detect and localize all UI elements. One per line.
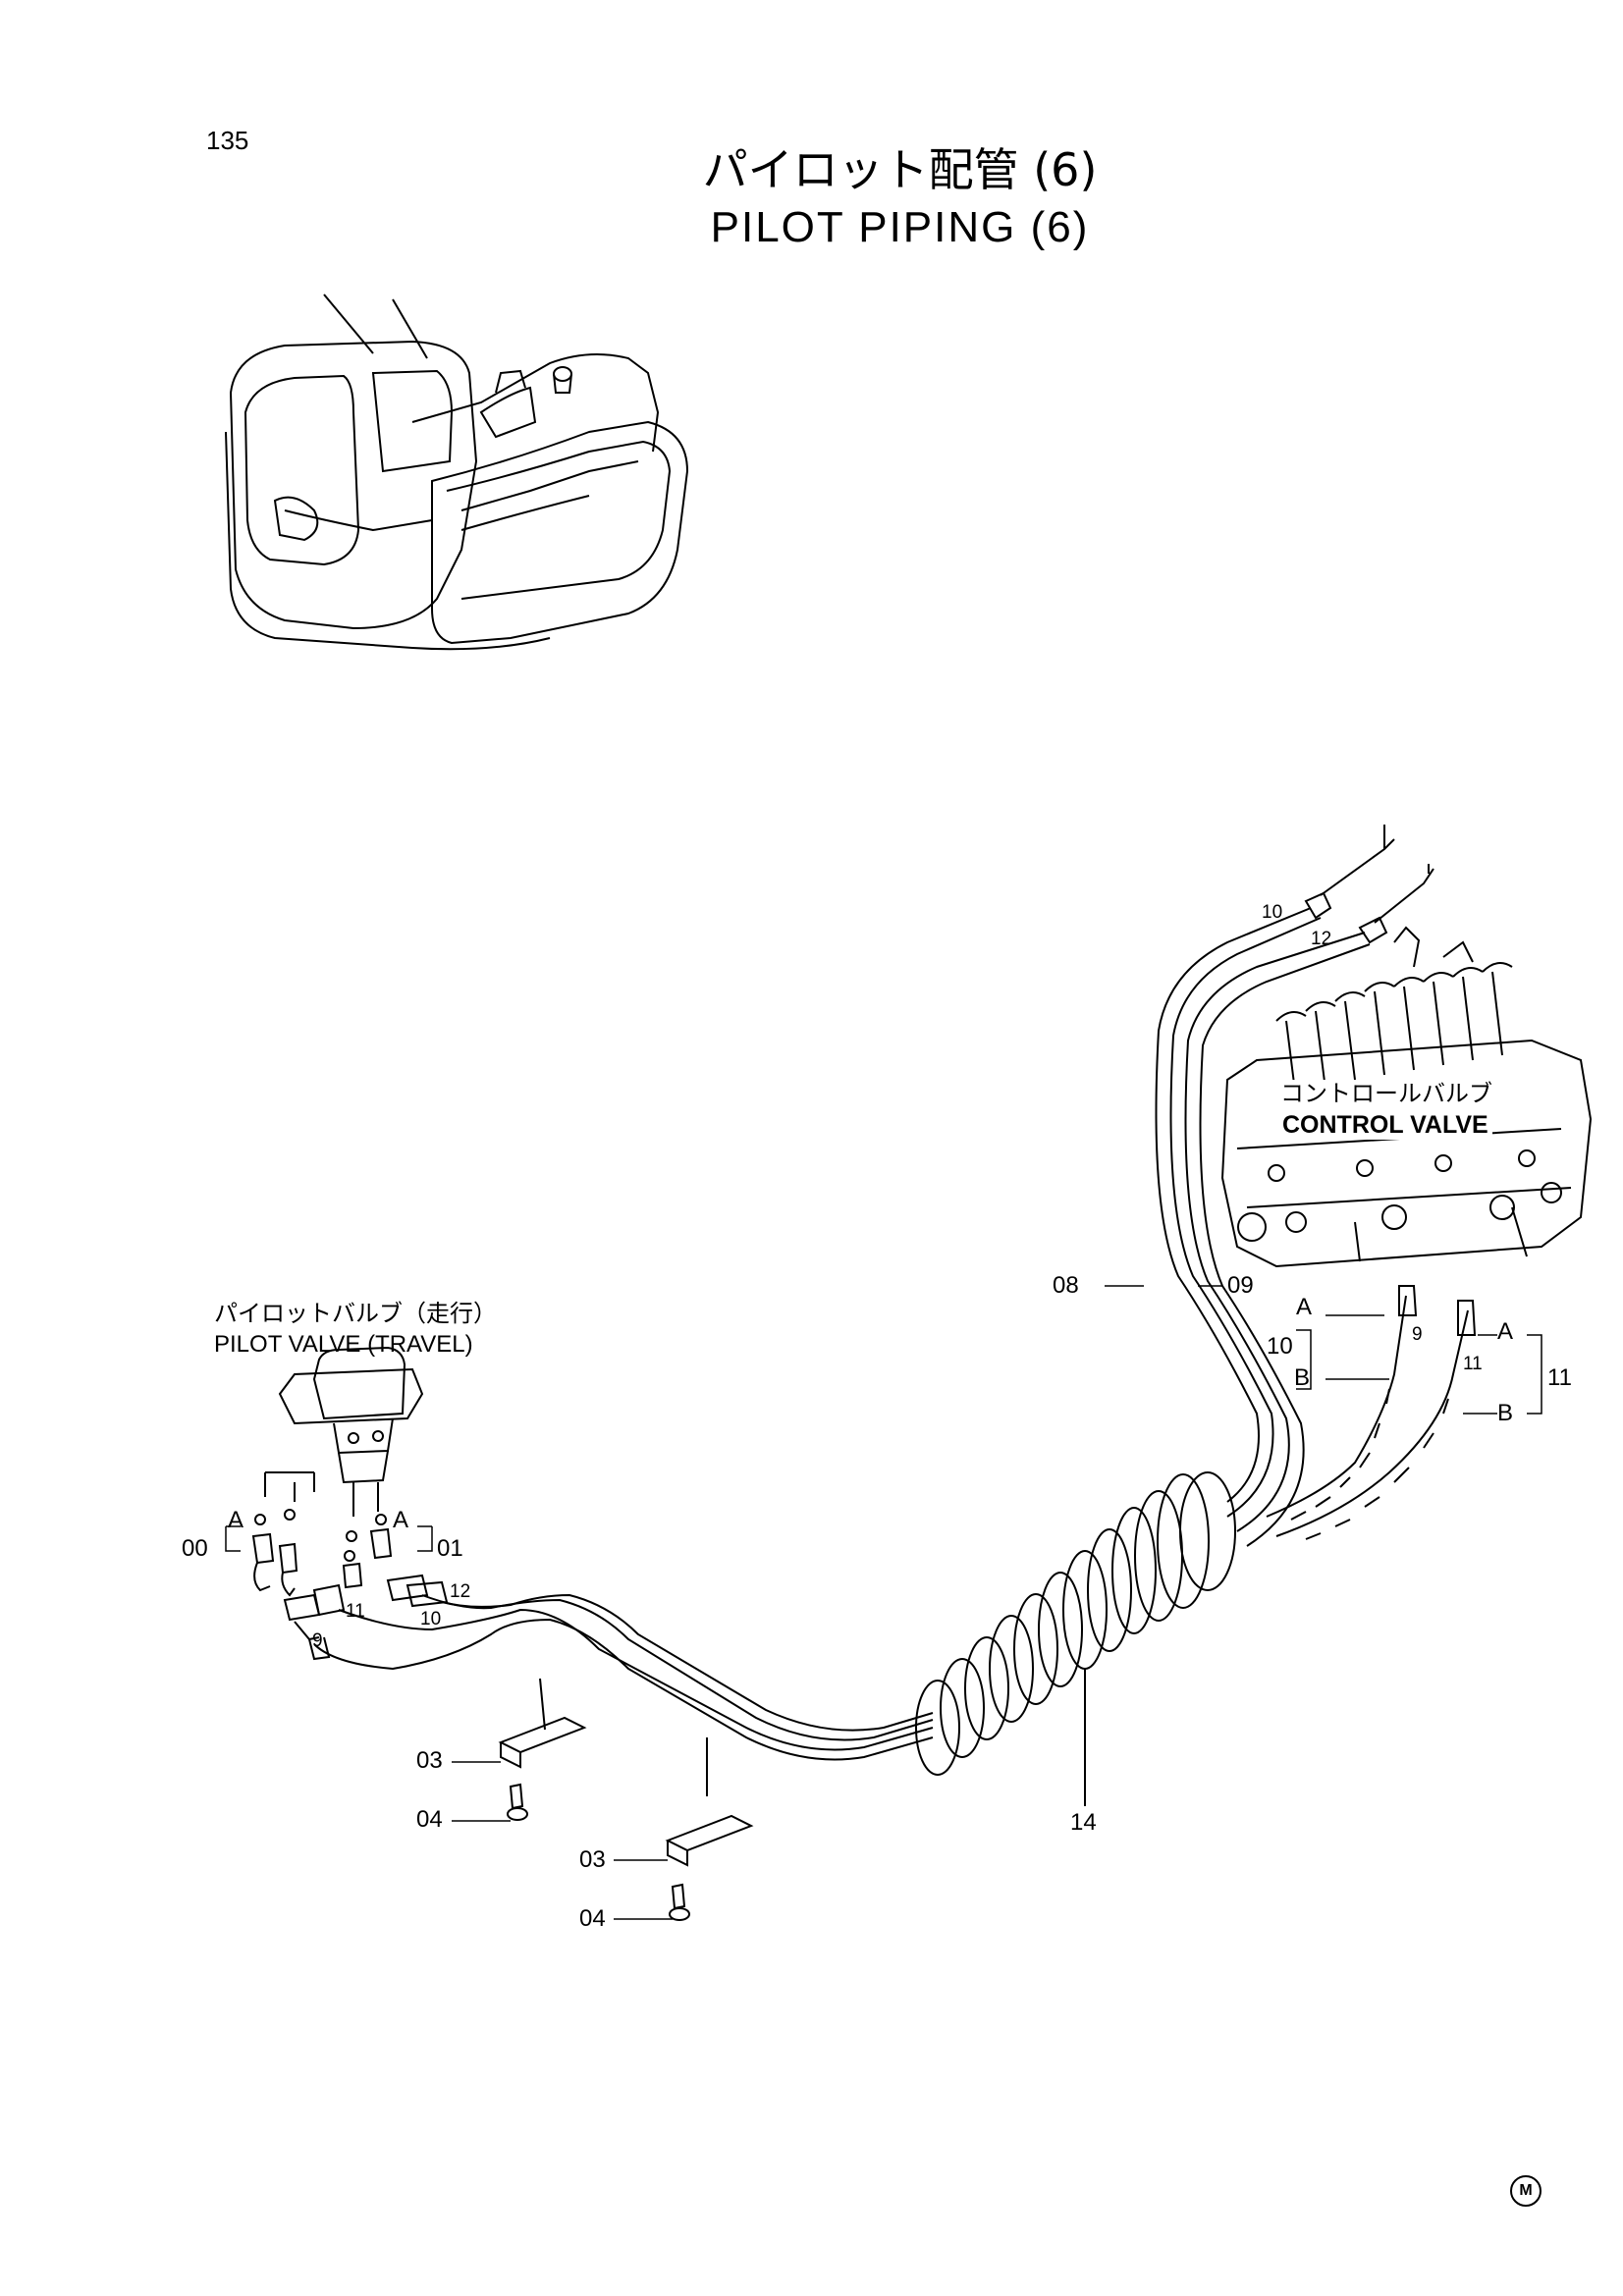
excavator-overview-illustration <box>225 294 689 651</box>
hose-coil-guard <box>915 1471 1236 1806</box>
callout-04-first: 04 <box>416 1806 443 1833</box>
pilot-valve-illustration <box>251 1346 449 1661</box>
page-title-english: PILOT PIPING (6) <box>710 203 1090 251</box>
callout-03-first: 03 <box>416 1747 443 1774</box>
leader-lines <box>225 1285 1542 1920</box>
callout-A-mid: A <box>393 1507 409 1533</box>
control-valve-label-japanese: コントロールバルブ <box>1276 1080 1496 1107</box>
registered-mark-icon: M <box>1510 2175 1542 2207</box>
callout-10-top: 10 <box>1262 902 1283 923</box>
control-valve-hoses <box>1155 825 1434 1547</box>
callout-12-left: 12 <box>450 1581 471 1602</box>
callout-04-second: 04 <box>579 1905 606 1932</box>
page-number: 135 <box>206 126 249 155</box>
callout-11-right: 11 <box>1547 1364 1572 1391</box>
callout-12-top: 12 <box>1311 929 1332 949</box>
pilot-valve-label-japanese: パイロットバルブ（走行） <box>214 1300 497 1327</box>
callout-03-second: 03 <box>579 1846 606 1873</box>
callout-14: 14 <box>1070 1809 1097 1836</box>
callout-00: 00 <box>182 1535 208 1562</box>
callout-A-left: A <box>228 1507 244 1533</box>
callout-9-right: 9 <box>1412 1324 1423 1345</box>
control-valve-illustration <box>1220 926 1593 1268</box>
beaded-hoses <box>1266 1285 1477 1540</box>
callout-11-right-small: 11 <box>1463 1354 1483 1374</box>
callout-11-left: 11 <box>346 1601 365 1622</box>
callout-08: 08 <box>1053 1272 1079 1299</box>
control-valve-label-english: CONTROL VALVE <box>1278 1111 1492 1140</box>
callout-10-right: 10 <box>1267 1333 1293 1360</box>
callout-B-right-1: B <box>1294 1364 1311 1391</box>
page-title-japanese: パイロット配管 (6) <box>702 143 1098 196</box>
pilot-hose-bundle <box>313 1593 934 1796</box>
callout-09: 09 <box>1227 1272 1254 1299</box>
callout-01: 01 <box>437 1535 463 1562</box>
pilot-valve-label-english: PILOT VALVE (TRAVEL) <box>214 1331 473 1358</box>
callout-A-right-1: A <box>1296 1294 1313 1320</box>
bracket-parts <box>498 1716 754 1921</box>
callout-B-right-2: B <box>1497 1400 1514 1426</box>
callout-A-right-2: A <box>1497 1318 1514 1345</box>
callout-10-left: 10 <box>420 1609 442 1629</box>
callout-9-left: 9 <box>312 1630 323 1651</box>
